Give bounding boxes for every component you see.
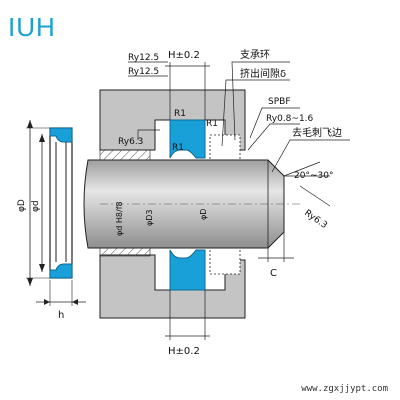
seal-side-top-lip — [49, 127, 73, 143]
seal-upper-section — [169, 119, 206, 159]
dimension-lines — [128, 61, 350, 340]
phi-d-outer-label: φD — [17, 199, 27, 212]
tolerance-top-label: H±0.2 — [168, 50, 200, 61]
seal-in-groove — [169, 119, 206, 291]
support-ring-lower — [209, 247, 241, 275]
shaft-tolerance-label: φd H8/f8 — [115, 201, 124, 236]
roughness-label-5: Ry6.3 — [302, 208, 329, 231]
watermark: www.zgxjjypt.com — [301, 384, 388, 394]
deburr-label: 去毛刺飞边 — [292, 127, 342, 139]
diagram-title: IUH — [8, 12, 56, 42]
roughness-label-3: Ry6.3 — [118, 137, 143, 147]
seal-lower-section — [169, 249, 206, 291]
roughness-label-2: Ry12.5 — [128, 67, 159, 77]
support-ring-upper — [209, 134, 241, 162]
phi-d-inner-label: φd — [31, 200, 41, 212]
r1-left-label: R1 — [174, 109, 186, 119]
roughness-label-1: Ry12.5 — [128, 53, 159, 63]
shaft — [83, 159, 300, 249]
chamfer-label: C — [270, 268, 277, 279]
r1-lower-label: R1 — [172, 143, 184, 153]
width-h-label: h — [58, 310, 64, 321]
phi-d3-label: φD3 — [145, 209, 154, 226]
roughness-label-4: Ry0.8~1.6 — [266, 114, 314, 124]
spbf-label: SPBF — [268, 97, 291, 107]
seal-side-body — [49, 127, 73, 279]
phi-d-section-label: φD — [199, 209, 208, 220]
tolerance-bottom-label: H±0.2 — [168, 346, 200, 357]
extrusion-gap-label: 挤出间隙δ — [240, 67, 286, 80]
angle-label: 20°~30° — [294, 171, 333, 181]
support-ring-label: 支承环 — [240, 49, 270, 61]
seal-side-bottom-lip — [49, 263, 73, 279]
r1-right-label: R1 — [206, 119, 218, 129]
seal-side-view — [26, 120, 86, 306]
